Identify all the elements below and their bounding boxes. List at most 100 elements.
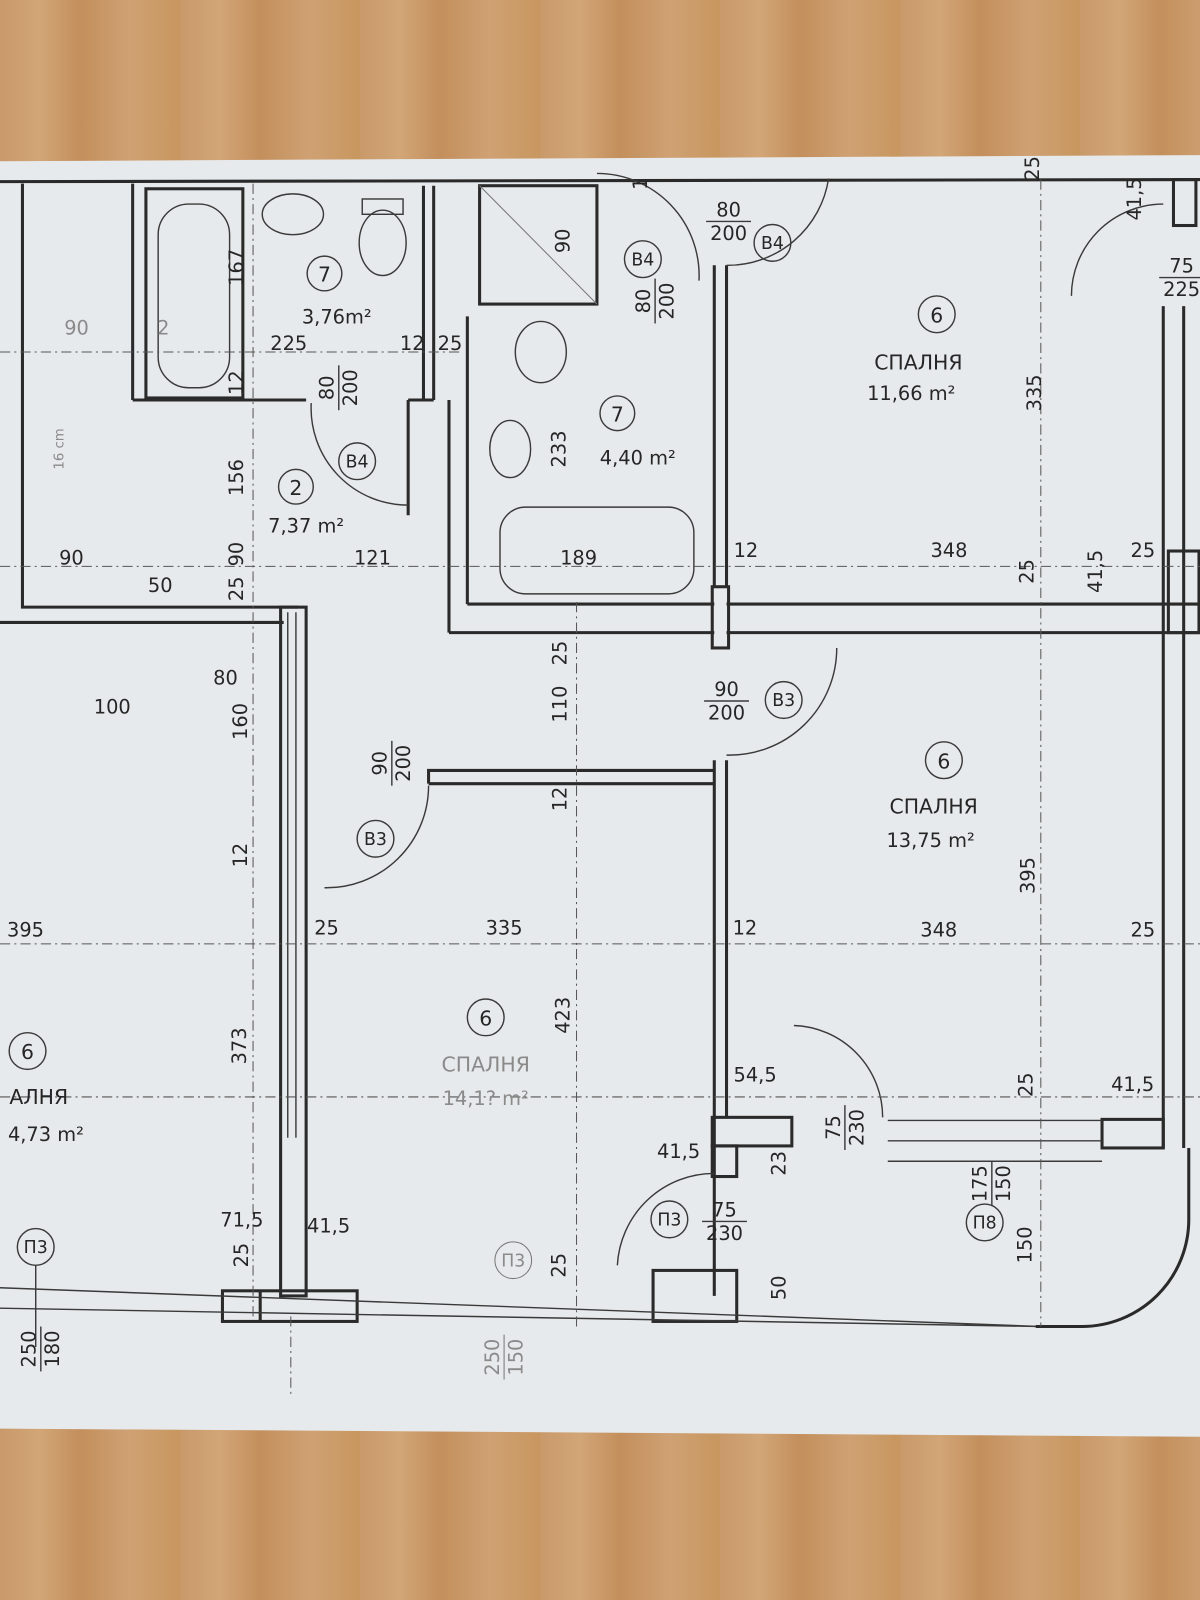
- dimension-label: 335: [1023, 374, 1046, 411]
- room-bedroom-1: 6 СПАЛНЯ 11,66 m²: [867, 295, 963, 405]
- dimension-label: 50: [148, 574, 173, 597]
- dimension-label: 395: [7, 919, 44, 942]
- door-size-label: 150: [992, 1165, 1015, 1202]
- dimension-label: 156: [225, 459, 248, 496]
- dimension-label: 90: [59, 546, 84, 569]
- dimension-label: 348: [920, 919, 957, 942]
- door-size-label: 180: [41, 1330, 64, 1367]
- room-bedroom-2: 6 СПАЛНЯ 13,75 m²: [886, 741, 978, 852]
- dimension-label: 90: [225, 542, 248, 567]
- door-tag: B3: [764, 680, 803, 720]
- door-size-label: 225: [1163, 278, 1200, 301]
- room-hall: 2 7,37 m²: [268, 468, 344, 538]
- dimension-label: 12: [733, 917, 758, 940]
- dimension-label: 25: [547, 1253, 570, 1278]
- door-size-label: П3: [657, 1211, 681, 1231]
- door-size-label: 175: [969, 1165, 992, 1202]
- door-size-label: B3: [772, 691, 795, 711]
- door-size-label: 90: [714, 678, 739, 701]
- dimension-label: 1: [629, 178, 652, 190]
- door-size-label: B4: [346, 452, 369, 472]
- room-bedroom-4: 6 АЛНЯ 4,73 m²: [8, 1031, 84, 1146]
- dimension-label: 41,5: [1123, 177, 1146, 220]
- door-tag: П3: [16, 1227, 55, 1347]
- room-name: АЛНЯ: [9, 1085, 68, 1109]
- dimension-label: 100: [94, 695, 131, 718]
- dimension-label: 16 cm: [52, 428, 67, 469]
- dimension-label: 71,5: [220, 1209, 263, 1232]
- fixtures: [157, 185, 695, 595]
- dimension-label: 54,5: [734, 1064, 777, 1087]
- dimension-lines: [0, 179, 1200, 1398]
- door-tag: B4: [623, 240, 662, 279]
- door-tag: П3: [650, 1200, 689, 1239]
- room-area: 13,75 m²: [886, 829, 974, 852]
- door-size-label: 230: [706, 1222, 743, 1245]
- dimension-label: 150: [1014, 1226, 1037, 1263]
- room-bedroom-3: 6 СПАЛНЯ 14,1? m²: [442, 998, 530, 1110]
- dimension-label: 12: [548, 787, 571, 812]
- door-size-label: B3: [364, 830, 387, 850]
- room-number: 6: [21, 1040, 34, 1064]
- dimension-label: 23: [768, 1151, 791, 1176]
- door-size-label: B4: [631, 250, 654, 270]
- door-size-label: 250: [18, 1330, 41, 1367]
- dimension-label: 423: [551, 997, 574, 1034]
- door-size-label: 80: [716, 198, 741, 221]
- door-tag: B4: [753, 223, 792, 262]
- door-size-label: 250: [481, 1339, 504, 1376]
- paper-sheet: [0, 155, 1200, 1437]
- door-size-label: 80: [316, 375, 339, 400]
- dimension-label: 25: [548, 641, 571, 666]
- dimension-label: 373: [228, 1027, 251, 1064]
- door-size-label: 200: [392, 745, 415, 782]
- dimension-label: 25: [1131, 919, 1156, 942]
- dimension-label: 25: [1015, 1072, 1038, 1097]
- dimension-label: 12: [400, 332, 425, 355]
- dimension-label: 12: [229, 843, 252, 868]
- door-size-label: B4: [761, 234, 784, 254]
- room-bathroom-2: 7 4,40 m²: [599, 395, 676, 469]
- dimension-label: 25: [1131, 539, 1156, 562]
- dimension-label: 90: [551, 228, 574, 253]
- dimension-label: 12: [734, 539, 759, 562]
- room-number: 2: [289, 476, 302, 500]
- door-tag: B4: [338, 442, 377, 481]
- dimension-label: 25: [230, 1243, 253, 1268]
- dimension-label: 25: [225, 576, 248, 601]
- dimension-label: 2: [157, 317, 169, 340]
- dimension-label: 25: [1016, 559, 1039, 584]
- door-size-label: П3: [501, 1251, 525, 1271]
- dimension-label: 121: [354, 546, 391, 569]
- dimension-label: 348: [930, 539, 967, 562]
- room-number: 6: [930, 303, 943, 327]
- door-swings: [310, 172, 1164, 1266]
- dimension-label: 25: [1021, 156, 1044, 181]
- dimension-label: 12: [225, 370, 248, 395]
- dimension-label: 41,5: [1084, 550, 1107, 593]
- door-size-label: 200: [710, 222, 747, 245]
- dimension-label: 41,5: [1111, 1073, 1154, 1096]
- door-size-label: П3: [24, 1238, 48, 1258]
- dimension-label: 80: [213, 667, 238, 690]
- dimension-label: 50: [768, 1275, 791, 1300]
- dimension-label: 90: [64, 317, 89, 340]
- door-size-label: 230: [845, 1109, 868, 1146]
- room-area: 4,40 m²: [600, 446, 676, 469]
- room-bathroom-1: 7 3,76m²: [302, 255, 372, 328]
- walls: [0, 178, 1200, 1329]
- door-tag: П8: [965, 1203, 1004, 1242]
- dimension-label: 395: [1017, 857, 1040, 894]
- dimension-label: 225: [270, 332, 307, 355]
- room-area: 14,1? m²: [443, 1087, 529, 1110]
- door-size-label: 75: [1169, 254, 1194, 277]
- room-area: 7,37 m²: [268, 515, 344, 538]
- door-size-label: 150: [504, 1339, 527, 1376]
- dimension-label: 167: [225, 249, 248, 286]
- dimension-label: 25: [438, 332, 463, 355]
- door-size-label: 200: [708, 701, 745, 724]
- door-size-label: 200: [339, 369, 362, 406]
- door-tag: B3: [356, 819, 395, 858]
